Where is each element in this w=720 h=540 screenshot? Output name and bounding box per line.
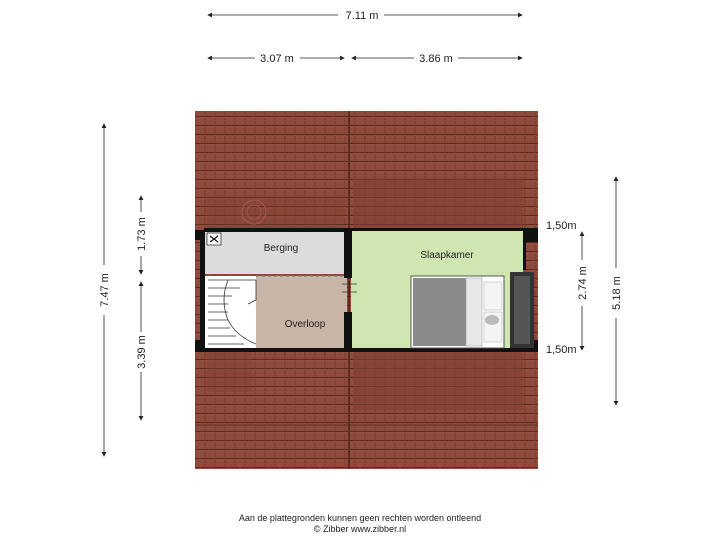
label-berging: Berging xyxy=(264,243,298,254)
footer-copyright: © Zibber www.zibber.nl xyxy=(313,524,407,534)
dim-total-depth: 7.47 m xyxy=(99,273,111,307)
stairwell xyxy=(204,276,256,350)
walls xyxy=(195,228,538,352)
bed xyxy=(410,275,505,349)
dim-right-width: 3.86 m xyxy=(419,53,453,65)
dimension-lines xyxy=(101,12,619,457)
dim-upper-depth: 1.73 m xyxy=(136,217,148,251)
label-slaapkamer: Slaapkamer xyxy=(420,250,474,261)
dim-height-bottom: 1,50m xyxy=(546,344,577,356)
dim-lower-depth: 3.39 m xyxy=(136,335,148,369)
dim-room-depth: 2.74 m xyxy=(577,266,589,300)
boiler-icon xyxy=(206,232,222,246)
stairs xyxy=(208,279,257,345)
room-overloop xyxy=(256,276,347,350)
dim-left-width: 3.07 m xyxy=(260,53,294,65)
dim-total-width: 7.11 m xyxy=(346,10,379,22)
room-berging xyxy=(204,232,347,274)
label-overloop: Overloop xyxy=(285,319,326,330)
footer-disclaimer: Aan de plattegronden kunnen geen rechten… xyxy=(238,513,482,523)
dim-right-total-depth: 5.18 m xyxy=(611,276,623,310)
dim-height-top: 1,50m xyxy=(546,220,577,232)
